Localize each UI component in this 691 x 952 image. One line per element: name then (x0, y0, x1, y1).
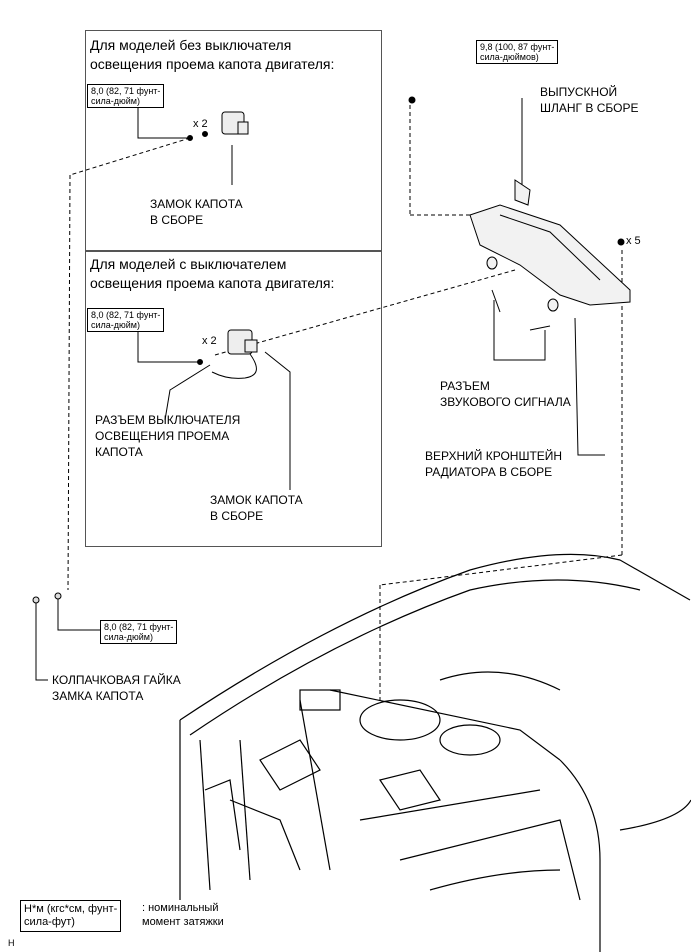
top-panel-header: Для моделей без выключателя освещения пр… (90, 37, 335, 72)
leader-line (57, 598, 100, 631)
leader-line (164, 364, 211, 421)
hood-lock-nut-drawing (32, 592, 62, 604)
legend-unit-box: Н*м (кгс*см, фунт- сила-фут) (20, 900, 122, 932)
top-hood-lock-label: ЗАМОК КАПОТА В СБОРЕ (150, 197, 243, 227)
dashed-line (214, 269, 516, 356)
bottom-hood-lock-label: ЗАМОК КАПОТА В СБОРЕ (210, 493, 303, 523)
bottom-torque-box: 8,0 (82, 71 фунт- сила-дюйм) (87, 308, 165, 332)
leader-line (264, 351, 291, 490)
bracket-torque-box: 9,8 (100, 87 фунт- сила-дюймов) (476, 40, 559, 64)
top-multiplier: x 2 (193, 118, 208, 130)
top-panel-frame (85, 30, 382, 252)
horn-connector-label: РАЗЪЕМ ЗВУКОВОГО СИГНАЛА (440, 379, 571, 409)
hood-lock-bottom-drawing (197, 329, 258, 379)
bottom-multiplier: x 2 (202, 335, 217, 347)
dashed-line (67, 174, 71, 591)
bottom-panel-frame (85, 250, 382, 547)
top-torque-box: 8,0 (82, 71 фунт- сила-дюйм) (87, 84, 165, 108)
nut-torque-box: 8,0 (82, 71 фунт- сила-дюйм) (100, 620, 178, 644)
hood-lock-top-drawing (187, 111, 249, 141)
corner-mark: H (8, 938, 15, 948)
bottom-panel-header: Для моделей с выключателем освещения про… (90, 256, 335, 291)
leader-line (574, 317, 605, 456)
bracket-multiplier: x 5 (626, 235, 641, 247)
leader-line (493, 300, 546, 361)
vehicle-front-drawing (179, 553, 691, 952)
leader-line (137, 108, 190, 139)
radiator-bracket-label: ВЕРХНИЙ КРОНШТЕЙН РАДИАТОРА В СБОРЕ (425, 449, 563, 479)
leader-line (137, 332, 200, 363)
hood-lock-nut-label: КОЛПАЧКОВАЯ ГАЙКА ЗАМКА КАПОТА (52, 673, 181, 703)
drain-hose-label: ВЫПУСКНОЙ ШЛАНГ В СБОРЕ (540, 85, 639, 115)
legend-description: : номинальный момент затяжки (142, 902, 224, 928)
leader-line (35, 600, 48, 681)
leader-lines (35, 98, 605, 681)
switch-connector-label: РАЗЪЕМ ВЫКЛЮЧАТЕЛЯ ОСВЕЩЕНИЯ ПРОЕМА КАПО… (95, 413, 241, 459)
dashed-line (379, 554, 623, 586)
radiator-support-drawing (408, 96, 631, 331)
